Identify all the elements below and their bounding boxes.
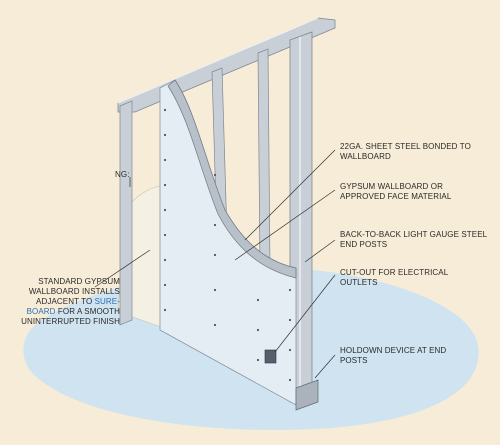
- outlet-cutout: [264, 349, 277, 364]
- label-cutout: CUT-OUT FOR ELECTRICAL OUTLETS: [340, 268, 448, 287]
- label-gypsum: GYPSUM WALLBOARD OR APPROVED FACE MATERI…: [340, 182, 452, 201]
- steel-face-edge: [167, 79, 297, 279]
- label-ng: NG:: [115, 170, 130, 179]
- left-stud: [119, 100, 133, 326]
- label-holdown: HOLDOWN DEVICE AT END POSTS: [340, 346, 447, 365]
- holdown-device: [295, 379, 319, 411]
- fastener-dots: [163, 108, 292, 382]
- leader-lines: [94, 149, 336, 379]
- label-standard-post: FOR A SMOOTH UNINTERRUPTED FINISH: [21, 307, 120, 326]
- label-sheet-steel: 22GA. SHEET STEEL BONDED TO WALLBOARD: [340, 142, 471, 161]
- label-standard-gypsum: STANDARD GYPSUM WALLBOARD INSTALLS ADJAC…: [10, 277, 120, 327]
- label-end-posts: BACK-TO-BACK LIGHT GAUGE STEEL END POSTS: [340, 230, 487, 249]
- label-standard-pre: STANDARD GYPSUM WALLBOARD INSTALLS ADJAC…: [28, 277, 120, 306]
- label-sure-board: SURE-BOARD: [26, 297, 120, 316]
